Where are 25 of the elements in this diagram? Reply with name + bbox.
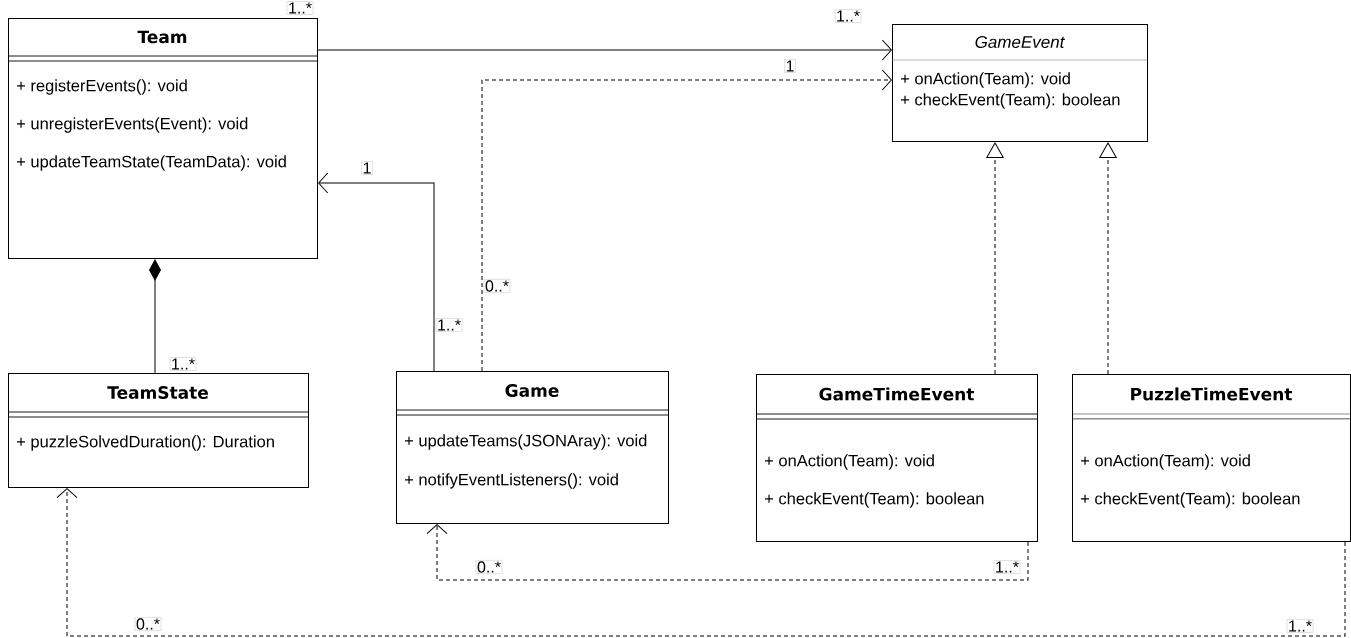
connector (56, 488, 1346, 637)
multiplicity-label: 1..* (169, 357, 197, 371)
connector (318, 172, 435, 372)
multiplicity-label: 0..* (475, 560, 503, 574)
multiplicity-label: 1..* (993, 560, 1021, 574)
connector (317, 39, 892, 61)
class-box: GameTimeEvent + onAction(Team): void + checkEvent(Team): boolean (755, 374, 1038, 542)
connector (149, 259, 161, 374)
multiplicity-label: 1..* (286, 1, 314, 15)
multiplicity-label: 1..* (1286, 619, 1314, 633)
multiplicity-label: 0..* (483, 279, 511, 293)
multiplicity-label: 1 (361, 161, 373, 175)
class-box: Team + registerEvents(): void + unregisterEvents(Event): void + updateTeamState(TeamData): void (7, 18, 318, 259)
multiplicity-label: 1..* (834, 9, 862, 23)
multiplicity-label: 0..* (134, 617, 162, 631)
connector (986, 142, 1004, 375)
multiplicity-label: 1..* (435, 318, 463, 332)
class-box: Game + updateTeams(JSONAray): void + notifyEventListeners(): void (395, 371, 669, 524)
class-box: GameEvent + onAction(Team): void + checkEvent(Team): boolean (891, 24, 1148, 142)
connector (481, 69, 892, 372)
class-box: PuzzleTimeEvent + onAction(Team): void + checkEvent(Team): boolean (1071, 374, 1351, 542)
class-box: TeamState + puzzleSolvedDuration(): Duration (7, 373, 309, 488)
connector (1099, 142, 1117, 375)
connector (426, 524, 1029, 581)
multiplicity-label: 1 (784, 59, 796, 73)
